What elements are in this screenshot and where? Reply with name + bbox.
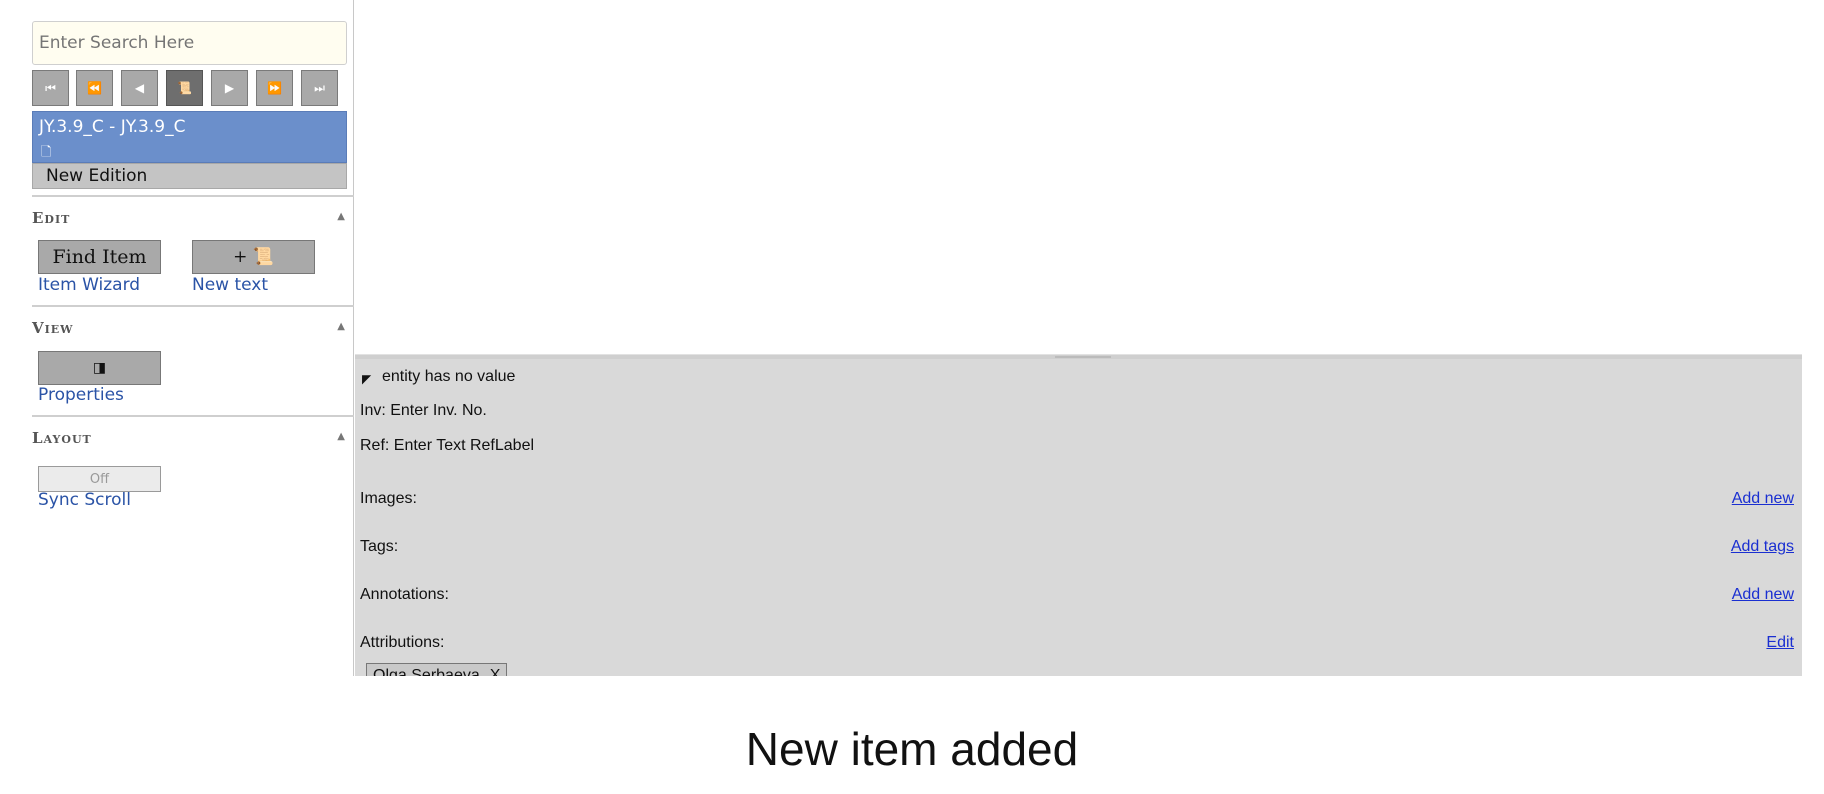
images-label: Images: <box>360 490 417 507</box>
panel-icon: ◨ <box>92 360 107 376</box>
next-icon: ▶ <box>224 81 235 95</box>
selected-item-label: JY.3.9_C - JY.3.9_C <box>39 117 186 137</box>
text-icon: 📜 <box>177 81 192 95</box>
item-wizard-link[interactable]: Item Wizard <box>38 275 141 295</box>
pane-splitter[interactable] <box>355 354 1802 359</box>
splitter-handle[interactable] <box>1055 356 1111 358</box>
collapse-arrow-icon[interactable]: ▲ <box>337 431 346 442</box>
selected-item[interactable]: JY.3.9_C - JY.3.9_C 🗋 <box>32 111 347 163</box>
attributions-label: Attributions: <box>360 634 445 651</box>
entity-value-text[interactable]: entity has no value <box>382 368 516 385</box>
rewind-icon: ⏪ <box>87 81 102 95</box>
properties-button[interactable]: ◨ <box>38 351 161 385</box>
caption: New item added <box>745 723 1079 775</box>
attribution-chip[interactable]: Olga Serbaeva X <box>366 663 508 676</box>
reference-field[interactable]: Ref: Enter Text RefLabel <box>360 437 535 454</box>
next-record-button[interactable]: ▶ <box>211 70 248 106</box>
previous-page-button[interactable]: ⏪ <box>76 70 113 106</box>
view-section-header[interactable]: View ▲ <box>32 319 352 345</box>
remove-attribution-icon[interactable]: X <box>489 667 501 676</box>
add-tags-link[interactable]: Add tags <box>1730 538 1794 555</box>
section-divider <box>32 195 354 197</box>
edit-section-header[interactable]: Edit ▲ <box>32 209 352 235</box>
prev-icon: ◀ <box>134 81 145 95</box>
properties-pane: ◤ entity has no value Inv: Enter Inv. No… <box>355 359 1802 676</box>
annotations-label: Annotations: <box>360 586 449 603</box>
tags-label: Tags: <box>360 538 399 555</box>
last-icon: ⏭ <box>314 80 325 95</box>
layout-section-header[interactable]: Layout ▲ <box>32 429 352 455</box>
record-navigation-bar: ⏮ ⏪ ◀ 📜 ▶ ⏩ ⏭ <box>32 70 347 106</box>
fast-forward-icon: ⏩ <box>267 81 282 95</box>
search-input[interactable] <box>32 21 347 65</box>
text-view-button[interactable]: 📜 <box>166 70 203 106</box>
attribution-name: Olga Serbaeva <box>373 667 480 676</box>
add-annotation-link[interactable]: Add new <box>1731 586 1794 603</box>
last-record-button[interactable]: ⏭ <box>301 70 338 106</box>
add-image-link[interactable]: Add new <box>1731 490 1794 507</box>
sync-scroll-toggle[interactable]: Off <box>38 466 161 492</box>
triangle-icon[interactable]: ◤ <box>362 372 372 386</box>
section-divider <box>32 305 354 307</box>
first-record-button[interactable]: ⏮ <box>32 70 69 106</box>
view-section-title: View <box>32 319 74 337</box>
properties-link[interactable]: Properties <box>38 385 124 405</box>
inventory-field[interactable]: Inv: Enter Inv. No. <box>360 402 487 419</box>
layout-section-title: Layout <box>32 429 92 447</box>
sync-scroll-link[interactable]: Sync Scroll <box>38 490 131 510</box>
new-text-link[interactable]: New text <box>192 275 269 295</box>
next-page-button[interactable]: ⏩ <box>256 70 293 106</box>
first-icon: ⏮ <box>45 80 56 95</box>
previous-record-button[interactable]: ◀ <box>121 70 158 106</box>
new-text-button[interactable]: + 📜 <box>192 240 315 274</box>
collapse-arrow-icon[interactable]: ▲ <box>337 321 346 332</box>
content-pane <box>355 0 1802 354</box>
document-icon: 🗋 <box>41 145 52 160</box>
edit-attributions-link[interactable]: Edit <box>1766 634 1794 651</box>
sidebar: ⏮ ⏪ ◀ 📜 ▶ ⏩ ⏭ JY.3.9_C - JY.3.9_C 🗋 New … <box>0 0 354 676</box>
edit-section-title: Edit <box>32 209 71 227</box>
new-edition-item[interactable]: New Edition <box>32 163 347 189</box>
collapse-arrow-icon[interactable]: ▲ <box>337 211 346 222</box>
section-divider <box>32 415 354 417</box>
find-item-button[interactable]: Find Item <box>38 240 161 274</box>
